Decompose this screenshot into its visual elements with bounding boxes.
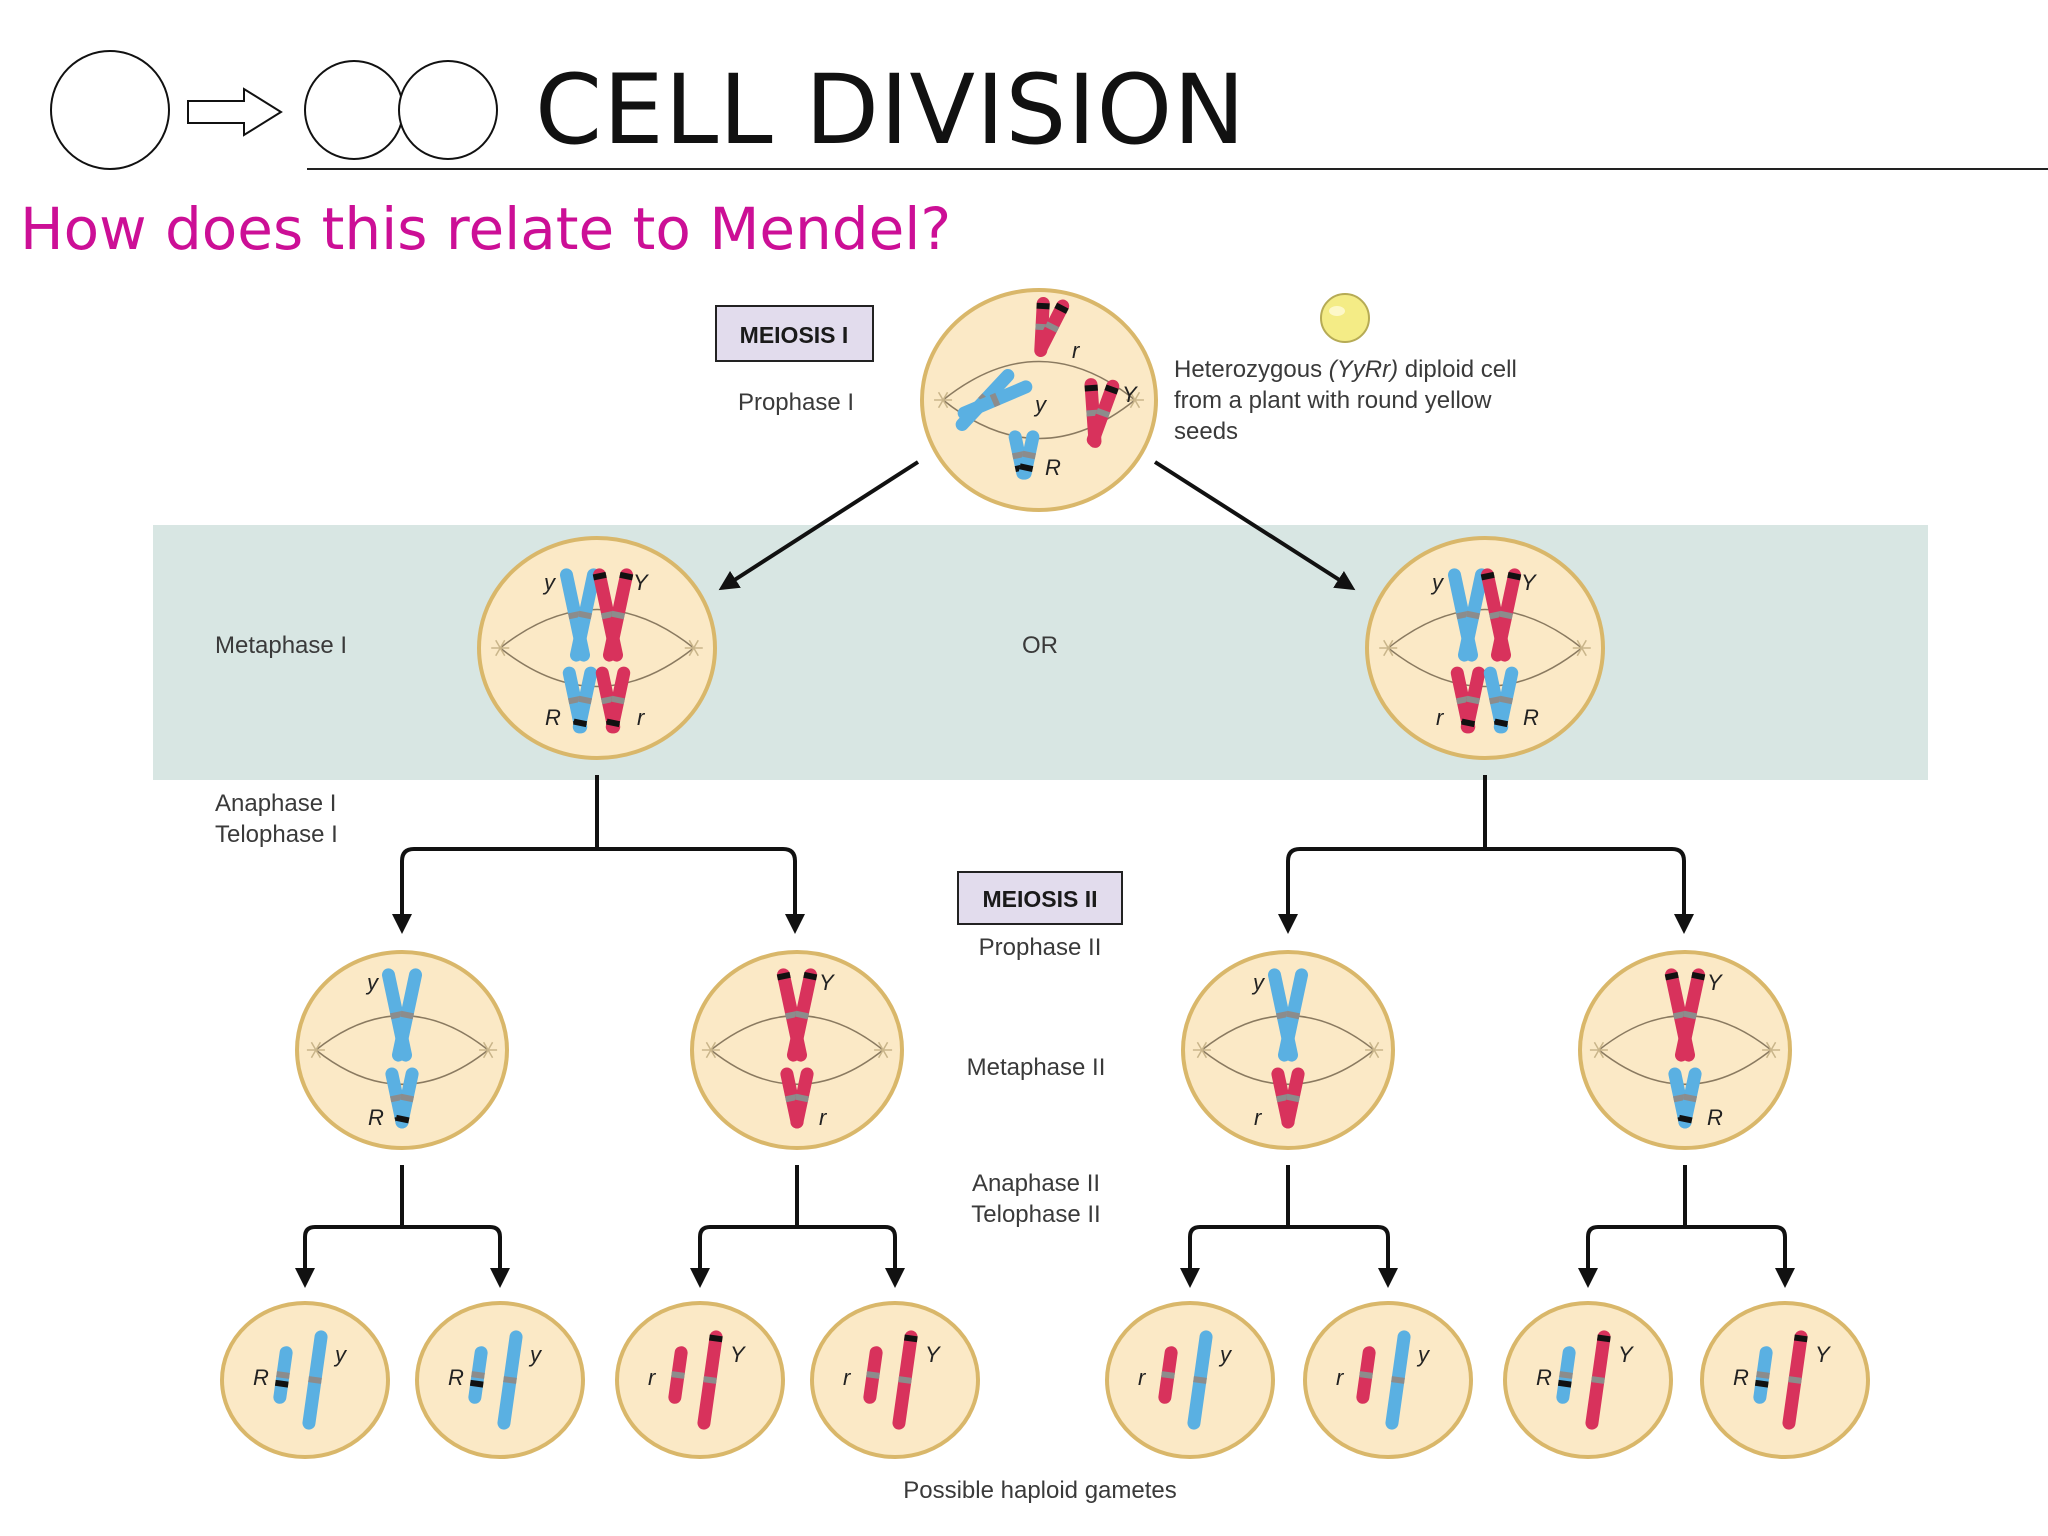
- haploid-gamete-cell-8: RY: [1700, 1301, 1870, 1459]
- diploid-cell-caption-line2: from a plant with round yellow: [1174, 387, 1492, 414]
- svg-text:R: R: [1733, 1365, 1749, 1390]
- svg-text:y: y: [333, 1342, 348, 1367]
- or-label: OR: [1022, 632, 1058, 659]
- right-arrow-icon: [187, 87, 283, 137]
- metaphase-ii-split-brackets: [295, 1165, 1785, 1284]
- metaphase-ii-cell-1: yR: [295, 950, 509, 1150]
- metaphase-ii-label: Metaphase II: [967, 1054, 1106, 1081]
- anaphase-ii-label: Anaphase II: [972, 1170, 1100, 1197]
- diploid-parent-cell: r y Y R: [920, 288, 1158, 512]
- single-cell-icon: [50, 50, 170, 170]
- telophase-ii-label: Telophase II: [971, 1201, 1100, 1228]
- haploid-gamete-cell-5: ry: [1105, 1301, 1275, 1459]
- haploid-gamete-cell-7: RY: [1503, 1301, 1673, 1459]
- svg-text:y: y: [1251, 970, 1266, 995]
- svg-text:Y: Y: [819, 970, 835, 995]
- page-title: CELL DIVISION: [535, 54, 1247, 166]
- svg-text:y: y: [542, 570, 557, 595]
- svg-text:R: R: [253, 1365, 269, 1390]
- metaphase-i-band: [153, 525, 1928, 780]
- metaphase-ii-cell-3: yr: [1181, 950, 1395, 1150]
- haploid-gamete-cell-3: rY: [615, 1301, 785, 1459]
- metaphase-i-right-cell: y Yr R: [1365, 536, 1605, 760]
- diploid-cell-caption-line3: seeds: [1174, 418, 1238, 445]
- prophase-ii-label: Prophase II: [979, 934, 1102, 961]
- metaphase-i-split-brackets: [392, 775, 1684, 930]
- svg-text:y: y: [1430, 570, 1445, 595]
- meiosis-ii-box: MEIOSIS II: [957, 871, 1123, 925]
- diploid-cell-caption-line1: Heterozygous (YyRr) diploid cell: [1174, 356, 1517, 383]
- haploid-gamete-cell-2: Ry: [415, 1301, 585, 1459]
- meiosis-i-label: MEIOSIS I: [740, 322, 849, 348]
- svg-text:Y: Y: [1122, 382, 1138, 407]
- yellow-round-seed-icon: [1320, 293, 1370, 343]
- prophase-i-label: Prophase I: [738, 389, 854, 416]
- svg-text:r: r: [648, 1365, 657, 1390]
- svg-text:Y: Y: [1521, 570, 1537, 595]
- svg-text:Y: Y: [925, 1342, 941, 1367]
- haploid-gamete-cell-6: ry: [1303, 1301, 1473, 1459]
- telophase-i-label: Telophase I: [215, 821, 338, 848]
- svg-text:R: R: [1707, 1105, 1723, 1130]
- svg-text:Y: Y: [633, 570, 649, 595]
- svg-text:R: R: [448, 1365, 464, 1390]
- haploid-gamete-cell-1: Ry: [220, 1301, 390, 1459]
- svg-text:R: R: [1536, 1365, 1552, 1390]
- svg-text:Y: Y: [1707, 970, 1723, 995]
- svg-text:r: r: [1072, 338, 1081, 363]
- arrow-to-right-metaphase: [1153, 460, 1356, 591]
- svg-text:r: r: [1436, 705, 1445, 730]
- svg-text:R: R: [545, 705, 561, 730]
- title-divider: [307, 168, 2048, 170]
- arrow-to-left-metaphase: [718, 460, 920, 591]
- svg-text:R: R: [1523, 705, 1539, 730]
- haploid-gamete-cell-4: rY: [810, 1301, 980, 1459]
- subtitle-question: How does this relate to Mendel?: [20, 195, 952, 263]
- anaphase-i-label: Anaphase I: [215, 790, 336, 817]
- haploid-gametes-label: Possible haploid gametes: [903, 1477, 1177, 1504]
- svg-text:r: r: [1254, 1105, 1263, 1130]
- slide-header: CELL DIVISION: [0, 0, 2048, 190]
- meiosis-i-box: MEIOSIS I: [715, 305, 874, 362]
- svg-text:y: y: [1218, 1342, 1233, 1367]
- svg-text:r: r: [637, 705, 646, 730]
- meiosis-ii-label: MEIOSIS II: [982, 886, 1097, 912]
- svg-text:y: y: [528, 1342, 543, 1367]
- svg-text:Y: Y: [730, 1342, 746, 1367]
- metaphase-i-label: Metaphase I: [215, 632, 347, 659]
- svg-text:r: r: [819, 1105, 828, 1130]
- svg-text:y: y: [1033, 392, 1048, 417]
- svg-text:y: y: [1416, 1342, 1431, 1367]
- metaphase-ii-cell-2: Yr: [690, 950, 904, 1150]
- svg-text:r: r: [843, 1365, 852, 1390]
- metaphase-ii-cell-4: YR: [1578, 950, 1792, 1150]
- svg-text:Y: Y: [1618, 1342, 1634, 1367]
- svg-text:y: y: [365, 970, 380, 995]
- svg-text:R: R: [368, 1105, 384, 1130]
- svg-text:Y: Y: [1815, 1342, 1831, 1367]
- svg-text:R: R: [1045, 455, 1061, 480]
- daughter-cell-icon-right: [398, 60, 498, 160]
- svg-text:r: r: [1138, 1365, 1147, 1390]
- svg-text:r: r: [1336, 1365, 1345, 1390]
